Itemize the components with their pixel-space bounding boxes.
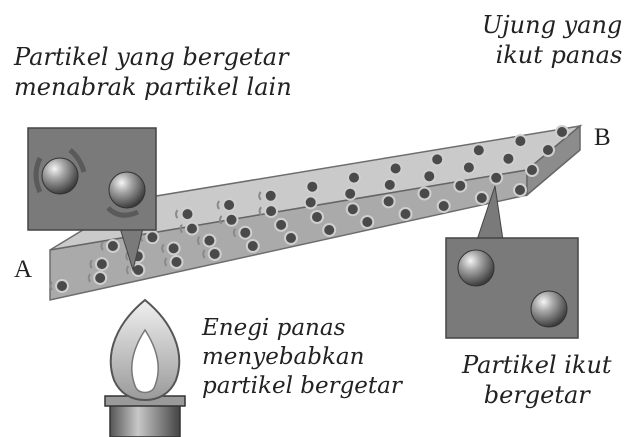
particle-icon: [526, 164, 538, 176]
still-particle-icon: [531, 291, 567, 327]
particle-icon: [223, 199, 235, 211]
particle-icon: [514, 184, 526, 196]
particle-icon: [476, 192, 488, 204]
particle-icon: [323, 224, 335, 236]
end-label-b: B: [594, 124, 611, 152]
particle-icon: [454, 180, 466, 192]
still-particle-icon: [458, 250, 494, 286]
particle-icon: [56, 280, 68, 292]
particle-icon: [311, 211, 323, 223]
particle-icon: [348, 172, 360, 184]
label-particles-vibrate: Partikel ikut bergetar: [462, 350, 612, 410]
label-line: menabrak partikel lain: [14, 72, 292, 102]
particle-icon: [182, 208, 194, 220]
particle-icon: [514, 135, 526, 147]
particle-icon: [473, 144, 485, 156]
particle-icon: [347, 203, 359, 215]
particle-icon: [431, 153, 443, 165]
particle-icon: [423, 170, 435, 182]
particle-icon: [168, 242, 180, 254]
particle-icon: [344, 188, 356, 200]
label-heat-energy: Enegi panas menyebabkan partikel bergeta…: [202, 314, 402, 400]
particle-icon: [247, 240, 259, 252]
particle-icon: [96, 258, 108, 270]
vibrating-particle-icon: [42, 158, 78, 194]
particle-icon: [383, 195, 395, 207]
particle-icon: [361, 216, 373, 228]
burner-icon: [110, 402, 180, 437]
particle-icon: [265, 190, 277, 202]
particle-icon: [463, 162, 475, 174]
label-line: partikel bergetar: [202, 372, 402, 401]
particle-icon: [226, 214, 238, 226]
particle-icon: [203, 235, 215, 247]
particle-icon: [556, 126, 568, 138]
particle-icon: [438, 200, 450, 212]
particle-icon: [186, 223, 198, 235]
label-line: Partikel yang bergetar: [14, 42, 292, 72]
particle-icon: [265, 205, 277, 217]
label-line: Ujung yang: [482, 10, 622, 40]
particle-icon: [419, 188, 431, 200]
particle-icon: [209, 248, 221, 260]
label-line: bergetar: [462, 380, 612, 410]
particle-icon: [146, 231, 158, 243]
particle-icon: [306, 181, 318, 193]
label-vibrating-particles: Partikel yang bergetar menabrak partikel…: [14, 42, 292, 102]
particle-icon: [390, 163, 402, 175]
particle-icon: [384, 179, 396, 191]
particle-icon: [94, 272, 106, 284]
burner-group: [105, 300, 185, 437]
label-line: Enegi panas: [202, 314, 402, 343]
particle-icon: [275, 219, 287, 231]
particle-icon: [305, 196, 317, 208]
vibrating-particle-icon: [109, 172, 145, 208]
end-label-a: A: [14, 256, 32, 284]
particle-icon: [239, 227, 251, 239]
particle-icon: [490, 172, 502, 184]
particle-icon: [171, 256, 183, 268]
particle-icon: [542, 144, 554, 156]
label-warm-end: Ujung yang ikut panas: [482, 10, 622, 70]
label-line: menyebabkan: [202, 343, 402, 372]
particle-icon: [400, 208, 412, 220]
particle-icon: [502, 153, 514, 165]
particle-icon: [285, 232, 297, 244]
particle-icon: [107, 240, 119, 252]
label-line: Partikel ikut: [462, 350, 612, 380]
label-line: ikut panas: [482, 40, 622, 70]
